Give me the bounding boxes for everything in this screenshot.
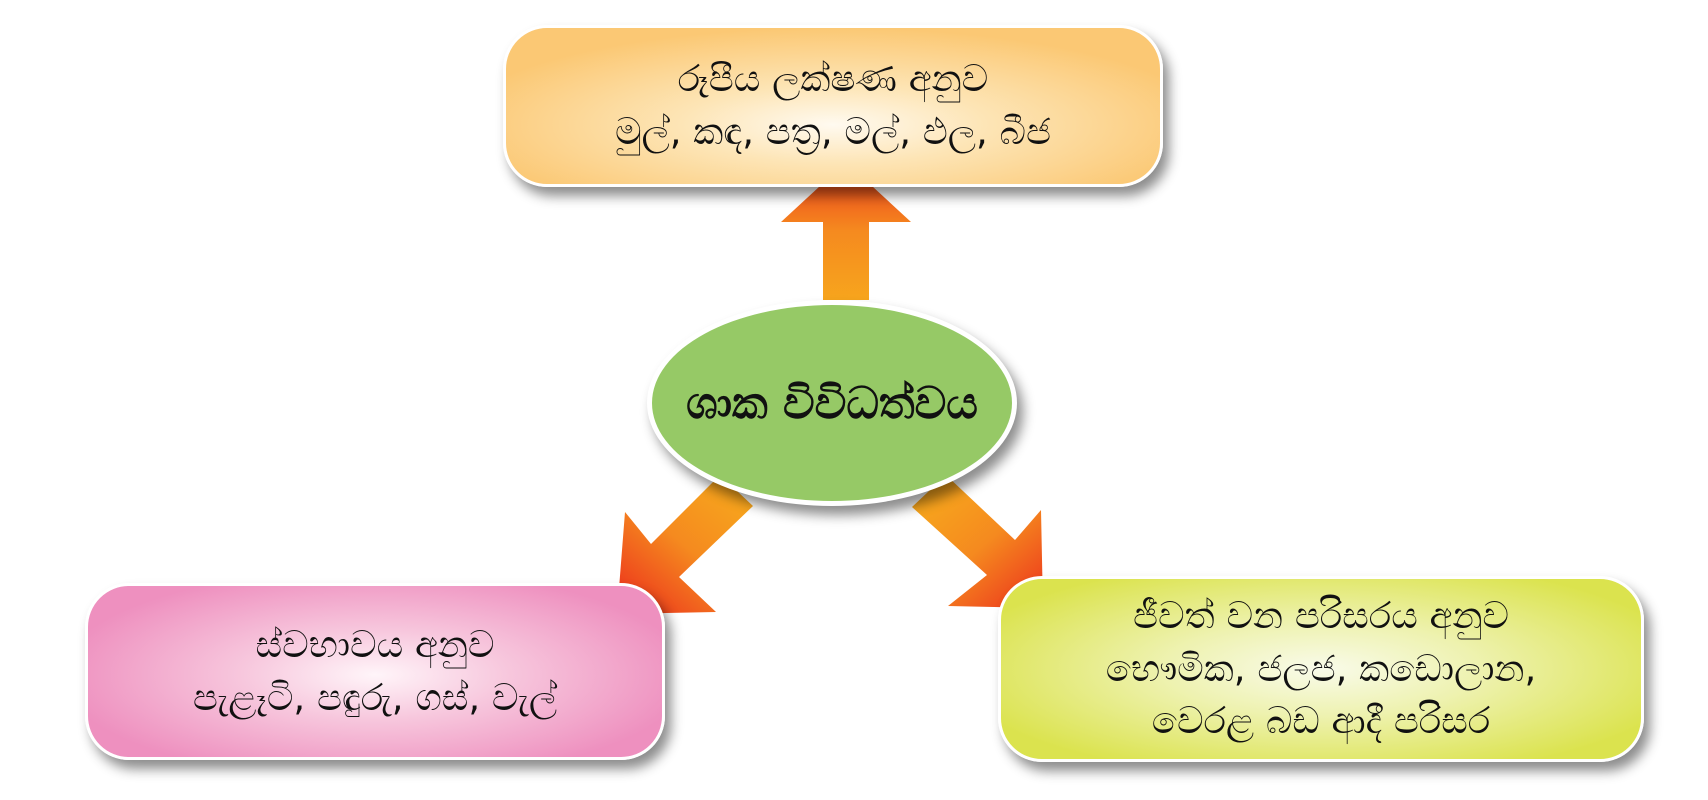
morphology-box: රූපීය ලක්ෂණ අනුව මුල්, කඳ, පත්‍ර, මල්, ඵ… <box>503 25 1163 187</box>
arrow-up <box>781 162 911 300</box>
habitat-box: ජීවත් වන පරිසරය අනුව භෞමික, ජලජ, කඩොලාන,… <box>998 576 1644 762</box>
plant-diversity-node: ශාක විවිධත්වය <box>647 300 1017 506</box>
arrow-down-right <box>912 475 1043 608</box>
habitat-title: ජීවත් වන පරිසරය අනුව <box>1132 594 1510 638</box>
habit-box: ස්වභාවය අනුව පැළෑටි, පඳුරු, ගස්, වැල් <box>85 583 665 760</box>
morphology-parts: මුල්, කඳ, පත්‍ර, මල්, ඵල, බීජ <box>614 110 1052 153</box>
habitat-types-1: භෞමික, ජලජ, කඩොලාන, <box>1105 646 1537 690</box>
morphology-title: රූපීය ලක්ෂණ අනුව <box>677 57 989 101</box>
habitat-types-2: වෙරළ බඩ ආදී පරිසර <box>1151 699 1491 743</box>
habit-types: පැළෑටි, පඳුරු, ගස්, වැල් <box>192 675 558 719</box>
habit-title: ස්වභාවය අනුව <box>255 622 495 666</box>
arrow-down-left <box>617 475 753 614</box>
plant-diversity-label: ශාක විවිධත්වය <box>686 377 978 429</box>
